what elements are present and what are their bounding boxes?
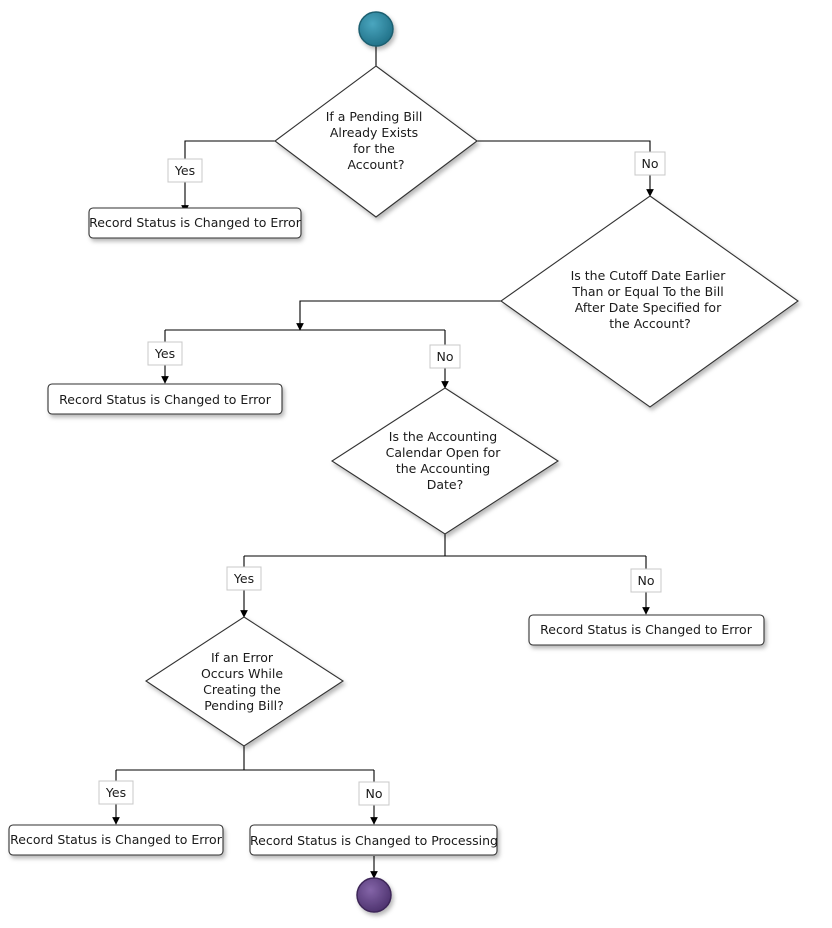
decision3-line: Calendar Open for: [386, 445, 502, 460]
decision2-line: Is the Cutoff Date Earlier: [571, 268, 727, 283]
yes-label: Yes: [226, 566, 262, 591]
svg-text:Is the Cutoff Date Earlier: Is the Cutoff Date Earlier Than or Equal…: [571, 268, 730, 331]
decision4-line: Creating the: [203, 682, 281, 697]
process-box-label: Record Status is Changed to Processing: [250, 833, 498, 848]
no-label: No: [630, 568, 662, 593]
svg-text:Yes: Yes: [233, 571, 254, 586]
decision3-line: Is the Accounting: [389, 429, 497, 444]
svg-text:No: No: [366, 786, 383, 801]
decision3-line: the Accounting: [396, 461, 490, 476]
process-box-label: Record Status is Changed to Error: [540, 622, 753, 637]
no-label: No: [358, 781, 390, 806]
svg-text:If an Error Occurs While: If an Error Occurs While Creating the Pe…: [201, 650, 287, 713]
no-label: No: [429, 344, 461, 369]
svg-text:Is the Accounting Calend: Is the Accounting Calendar Open for the …: [386, 429, 505, 492]
decision2-line: Than or Equal To the Bill: [571, 284, 723, 299]
decision1-line: for the: [353, 141, 395, 156]
process-box-label: Record Status is Changed to Error: [89, 215, 302, 230]
decision4-line: If an Error: [211, 650, 274, 665]
no-label: No: [634, 151, 666, 176]
decision2-line: After Date Specified for: [575, 300, 722, 315]
svg-text:Yes: Yes: [105, 785, 126, 800]
process-box-processing: Record Status is Changed to Processing: [249, 824, 498, 856]
svg-text:If a Pending Bill Alread: If a Pending Bill Already Exists for the…: [326, 109, 427, 172]
process-box-error-3: Record Status is Changed to Error: [528, 614, 765, 646]
yes-label: Yes: [98, 780, 134, 805]
process-box-error-2: Record Status is Changed to Error: [47, 383, 283, 415]
decision-accounting-calendar: Is the Accounting Calendar Open for the …: [330, 387, 560, 535]
yes-label: Yes: [147, 341, 183, 366]
svg-text:No: No: [437, 349, 454, 364]
decision3-line: Date?: [427, 477, 464, 492]
decision1-line: If a Pending Bill: [326, 109, 423, 124]
process-box-label: Record Status is Changed to Error: [10, 832, 223, 847]
decision-pending-bill-exists: If a Pending Bill Already Exists for the…: [274, 65, 478, 218]
process-box-error-1: Record Status is Changed to Error: [88, 207, 302, 239]
decision1-line: Account?: [347, 157, 404, 172]
svg-text:No: No: [638, 573, 655, 588]
decision4-line: Occurs While: [201, 666, 283, 681]
decision4-line: Pending Bill?: [204, 698, 284, 713]
svg-text:Yes: Yes: [174, 163, 195, 178]
svg-text:No: No: [642, 156, 659, 171]
svg-text:Yes: Yes: [154, 346, 175, 361]
start-node: [358, 11, 394, 47]
process-box-error-4: Record Status is Changed to Error: [8, 824, 224, 856]
decision-error-creating-bill: If an Error Occurs While Creating the Pe…: [144, 616, 345, 747]
process-box-label: Record Status is Changed to Error: [59, 392, 272, 407]
decision1-line: Already Exists: [330, 125, 418, 140]
decision2-line: the Account?: [609, 316, 691, 331]
end-node: [356, 877, 392, 913]
decision-cutoff-date: Is the Cutoff Date Earlier Than or Equal…: [500, 195, 799, 408]
yes-label: Yes: [167, 158, 203, 183]
